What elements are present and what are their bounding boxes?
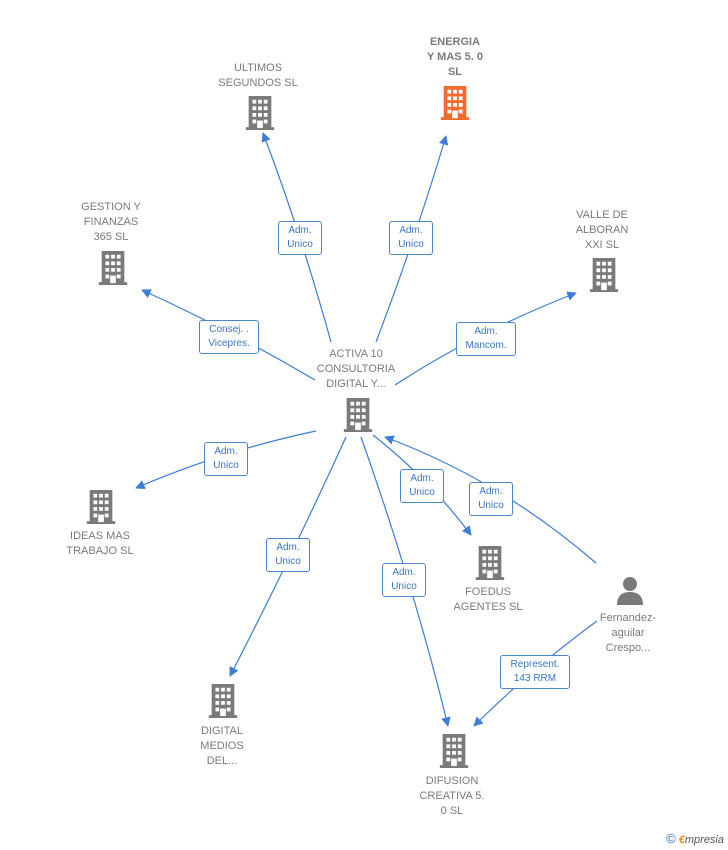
node-label-gestion[interactable]: GESTION Y FINANZAS 365 SL bbox=[81, 201, 141, 243]
empresia-logo-e: € bbox=[678, 834, 685, 846]
building-icon-ideas[interactable] bbox=[86, 490, 116, 524]
edge-label-valle[interactable]: Adm. Mancom. bbox=[456, 322, 516, 356]
edge-label-foedus[interactable]: Adm. Unico bbox=[400, 469, 444, 503]
edge-label-ideas[interactable]: Adm. Unico bbox=[204, 442, 248, 476]
empresia-brand[interactable]: ©€mpresia bbox=[666, 831, 724, 846]
node-label-energia[interactable]: ENERGIA Y MAS 5. 0 SL bbox=[426, 36, 484, 78]
edge-label-digital[interactable]: Adm. Unico bbox=[266, 538, 310, 572]
node-label-valle[interactable]: VALLE DE ALBORAN XXI SL bbox=[575, 209, 629, 251]
building-icon-valle[interactable] bbox=[589, 258, 619, 292]
node-label-ideas[interactable]: IDEAS MAS TRABAJO SL bbox=[66, 530, 134, 557]
edge-label-person-difusion[interactable]: Represent. 143 RRM bbox=[500, 655, 570, 689]
building-icon-difusion[interactable] bbox=[439, 734, 469, 768]
node-label-ultimos[interactable]: ULTIMOS SEGUNDOS SL bbox=[218, 62, 298, 89]
edge-label-gestion[interactable]: Consej. . Vicepres. bbox=[199, 320, 259, 354]
node-label-difusion[interactable]: DIFUSION CREATIVA 5. 0 SL bbox=[419, 775, 485, 817]
building-icon-energia[interactable] bbox=[440, 86, 470, 120]
edge-label-energia[interactable]: Adm. Unico bbox=[389, 221, 433, 255]
node-label-foedus[interactable]: FOEDUS AGENTES SL bbox=[453, 586, 523, 613]
edge-label-person-center[interactable]: Adm. Unico bbox=[469, 482, 513, 516]
building-icon-foedus[interactable] bbox=[475, 546, 505, 580]
building-icon-gestion[interactable] bbox=[98, 251, 128, 285]
node-label-center[interactable]: ACTIVA 10 CONSULTORIA DIGITAL Y... bbox=[316, 348, 396, 390]
building-icon-digital[interactable] bbox=[208, 684, 238, 718]
empresia-logo-text: mpresia bbox=[684, 834, 724, 846]
node-label-digital[interactable]: DIGITAL MEDIOS DEL... bbox=[200, 725, 244, 767]
node-label-fernandez[interactable]: Fernandez- aguilar Crespo... bbox=[599, 612, 657, 654]
building-icon-center[interactable] bbox=[343, 398, 373, 432]
edge-label-difusion[interactable]: Adm. Unico bbox=[382, 563, 426, 597]
person-icon-fernandez[interactable] bbox=[617, 577, 643, 605]
building-icon-ultimos[interactable] bbox=[245, 96, 275, 130]
edge-label-ultimos[interactable]: Adm. Unico bbox=[278, 221, 322, 255]
copyright-icon: © bbox=[666, 831, 676, 846]
